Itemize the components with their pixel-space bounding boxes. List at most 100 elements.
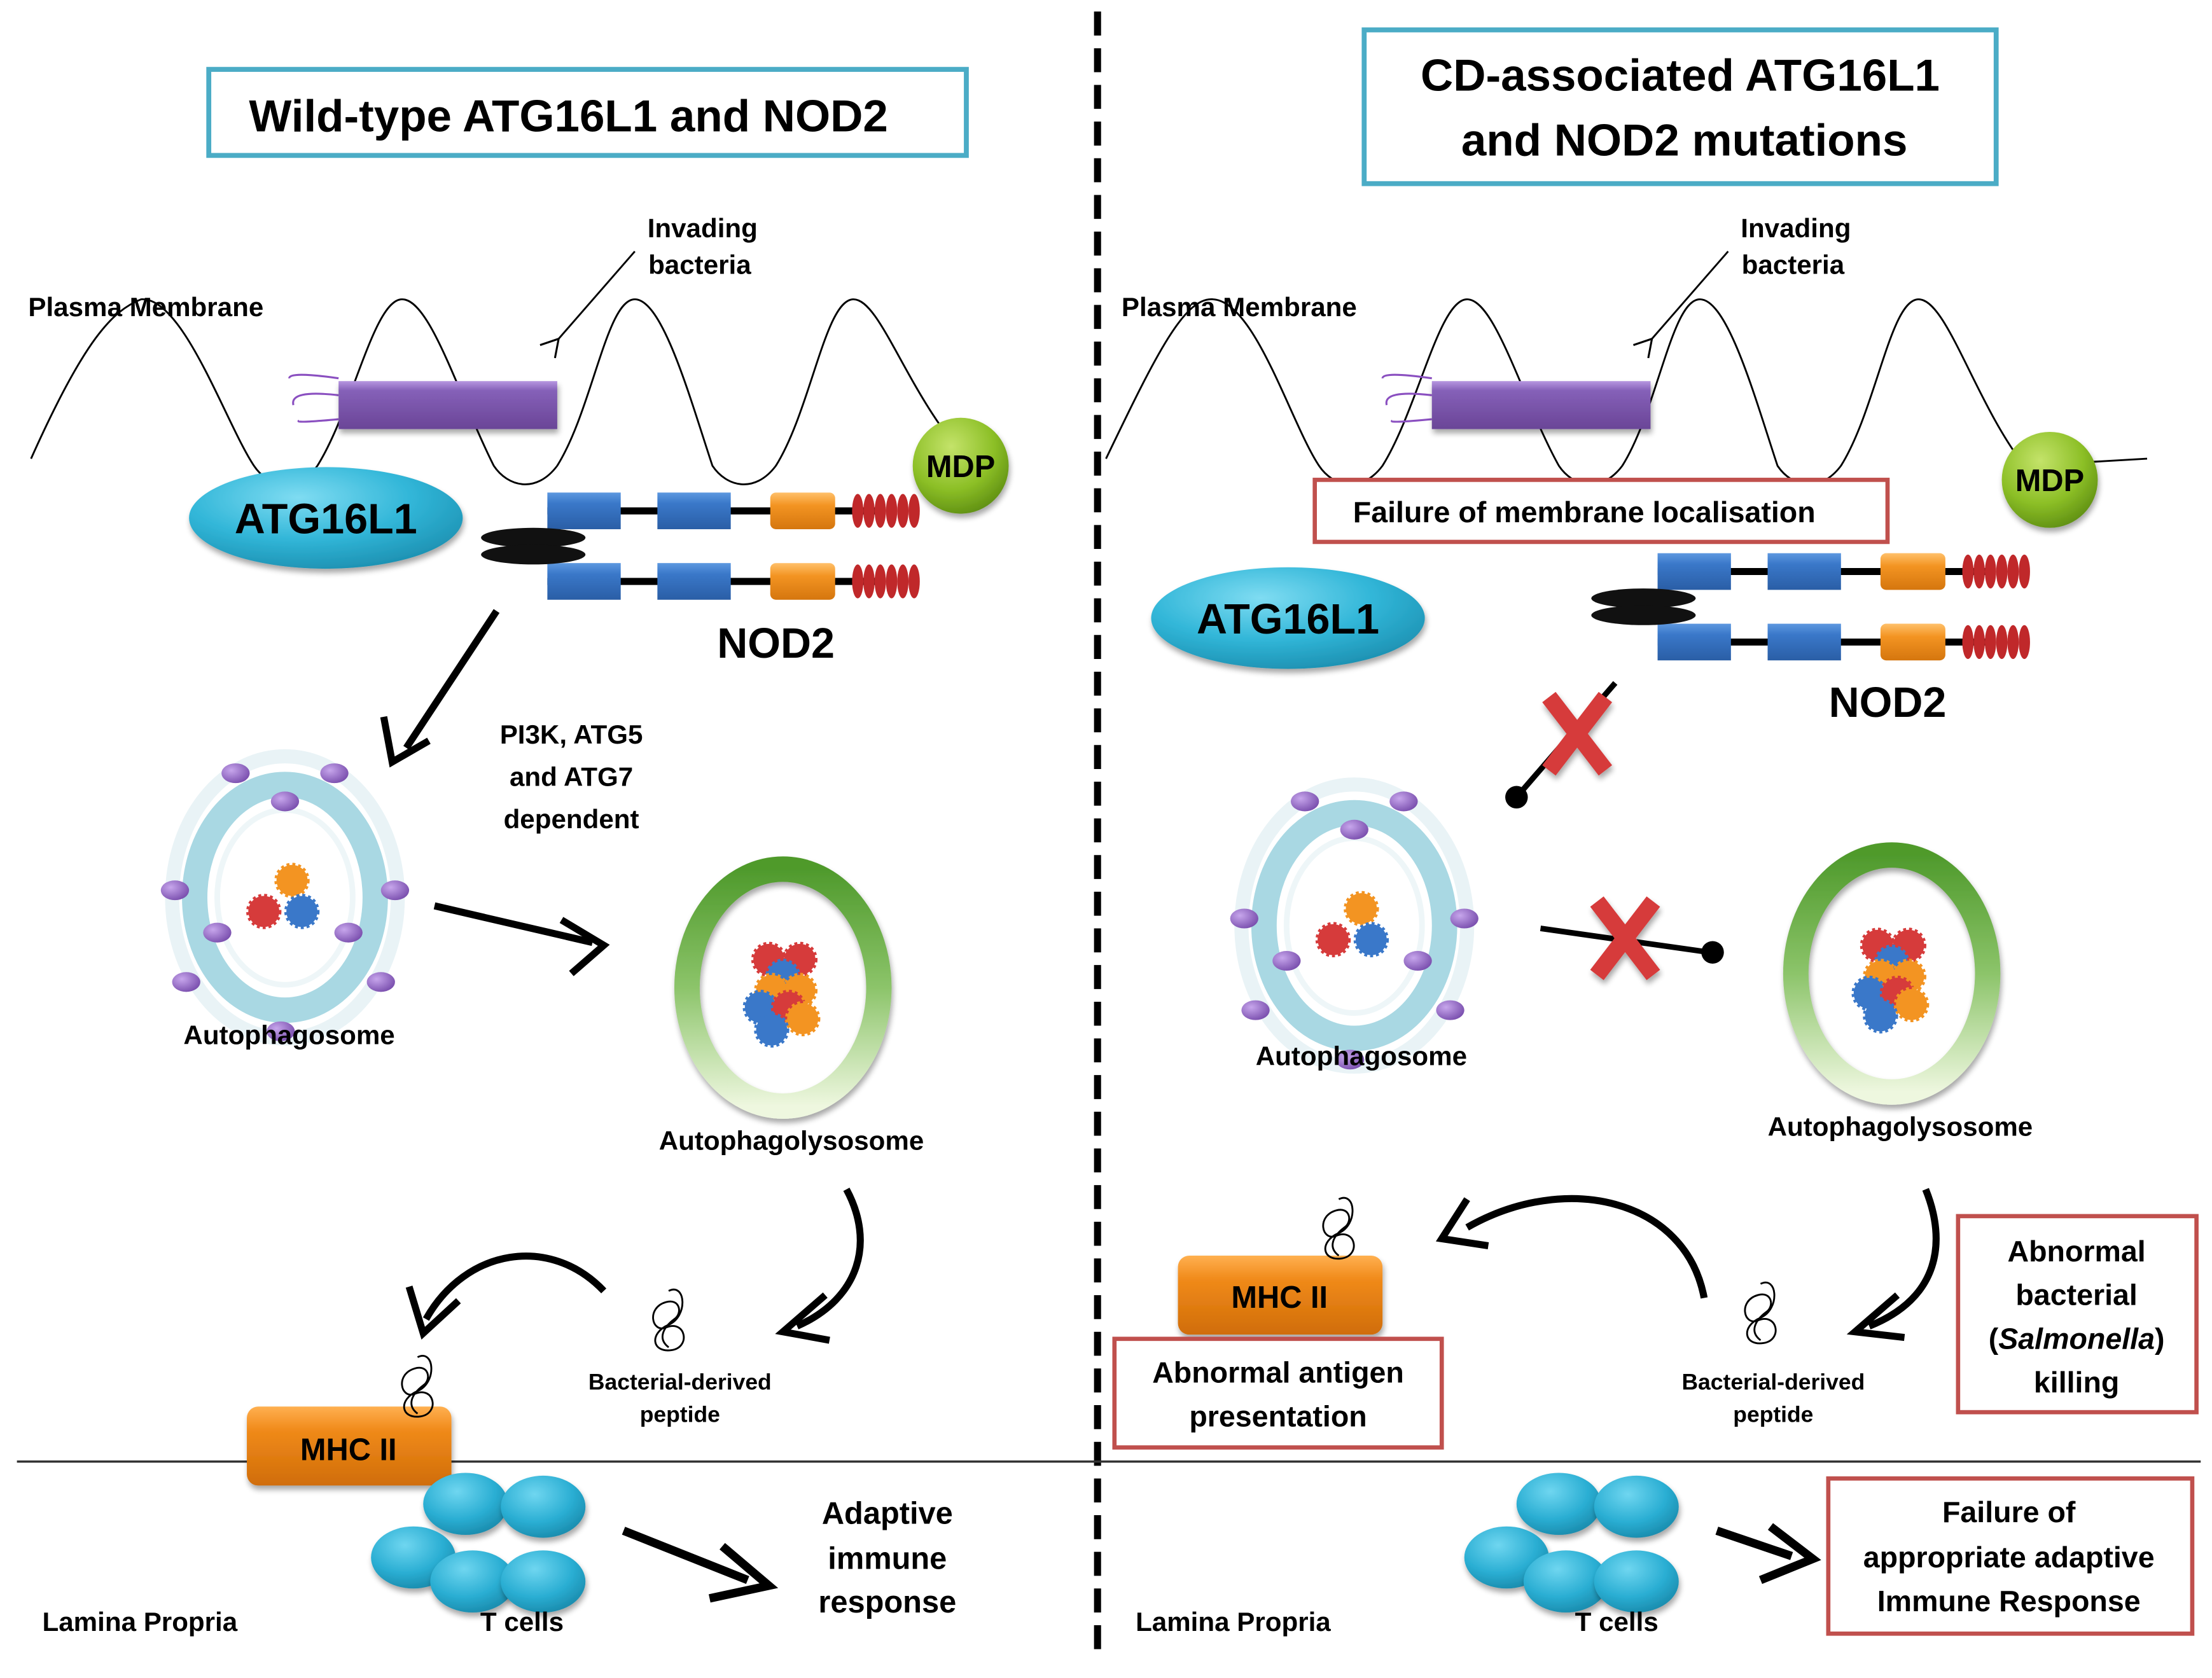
lrr-repeat (1973, 625, 1985, 659)
left-invading-arrow (539, 251, 636, 359)
lrr-repeat (852, 564, 864, 599)
left-response-arrow (622, 1527, 749, 1584)
card-domain (1767, 553, 1841, 590)
lrr-repeat (1962, 625, 1974, 659)
dimer-link (1591, 588, 1696, 609)
lysosome-membrane (674, 856, 892, 1119)
response-failure-text-3: Immune Response (1877, 1584, 2141, 1618)
t-cell (501, 1550, 586, 1613)
bacterium-fragment (284, 894, 320, 929)
right-autophagosome-label: Autophagosome (1256, 1041, 1467, 1071)
card-domain (657, 492, 731, 529)
vesicle-protein-dot (1290, 791, 1319, 812)
lrr-repeat (1996, 554, 2008, 589)
lrr-repeat (2019, 625, 2030, 659)
t-cell (1523, 1550, 1608, 1613)
right-mhc-peptide-icon (1322, 1196, 1355, 1260)
bacterium-fragment (754, 1012, 790, 1048)
right-invading-label-2: bacteria (1742, 250, 1845, 280)
killing-failure-text-4: killing (2034, 1366, 2119, 1399)
antigen-presentation-failure-box: Abnormal antigen presentation (1112, 1336, 1444, 1450)
inner-membrane (1251, 800, 1457, 1051)
left-plasma-membrane-wave (30, 298, 988, 485)
left-atg16l1: ATG16L1 (189, 467, 463, 569)
bacterium-fragment (1344, 891, 1379, 927)
left-autophagolysosome (674, 856, 892, 1119)
lrr-repeat (908, 564, 920, 599)
left-autophagosome (160, 749, 410, 1046)
vesicle-protein-dot (1272, 951, 1301, 971)
vesicle-protein-dot (1403, 951, 1432, 971)
left-mhc-ii: MHC II (247, 1406, 452, 1486)
t-cell (430, 1550, 515, 1613)
lrr-repeat (874, 564, 886, 599)
left-fusion-arrowhead (559, 917, 610, 976)
lysosome-membrane (1783, 842, 2001, 1105)
left-mhc-label: MHC II (300, 1433, 397, 1467)
blocked-activation (1505, 681, 1618, 809)
x-stroke (1590, 896, 1660, 980)
x-stroke (1542, 691, 1613, 776)
left-t-cells (371, 1473, 586, 1613)
vesicle-protein-dot (380, 880, 410, 901)
right-presentation-arrowhead (1435, 1197, 1489, 1249)
right-invading-arrow (1632, 251, 1729, 359)
left-outcome-3: response (818, 1585, 956, 1619)
nbd-domain (1880, 553, 1945, 590)
vesicle-protein-dot (160, 880, 190, 901)
vesicle-protein-dot (1230, 908, 1258, 929)
lrr-repeat (897, 564, 909, 599)
left-panel: Wild-type ATG16L1 and NOD2 Plasma Membra… (28, 67, 1009, 1637)
left-plasma-membrane-label: Plasma Membrane (28, 292, 263, 322)
lrr-repeat (852, 494, 864, 528)
dimer-link (481, 544, 586, 565)
left-degradation-arrowhead (775, 1292, 830, 1344)
bacterium-fragment (1893, 987, 1930, 1022)
left-peptide-label-2: peptide (640, 1402, 720, 1427)
left-invading-label-2: bacteria (648, 250, 751, 280)
right-t-cells-label: T cells (1575, 1607, 1659, 1637)
right-degradation-arrowhead (1846, 1292, 1905, 1342)
right-presentation-arrow (1465, 1195, 1708, 1299)
killing-failure-text-3: (Salmonella) (1989, 1322, 2165, 1355)
lrr-repeat (908, 494, 920, 528)
right-peptide-icon (1744, 1281, 1777, 1345)
right-mhc-ii: MHC II (1178, 1255, 1383, 1335)
right-title-box: CD-associated ATG16L1 and NOD2 mutations (1361, 27, 1999, 186)
left-activation-arrow (403, 609, 500, 750)
vesicle-protein-dot (1436, 1000, 1464, 1020)
left-atg16l1-label: ATG16L1 (235, 496, 417, 543)
block-x-icon (1542, 691, 1613, 776)
lrr-repeat (1984, 625, 1996, 659)
right-atg16l1: ATG16L1 (1151, 567, 1425, 669)
lrr-repeat (1962, 554, 1974, 589)
bacterium-fragment (274, 863, 310, 898)
left-peptide-label-1: Bacterial-derived (588, 1369, 772, 1395)
vesicle-protein-dot (172, 972, 200, 992)
right-mdp: MDP (2001, 431, 2098, 528)
right-mdp-label: MDP (2015, 464, 2084, 498)
left-nod2-label: NOD2 (717, 620, 835, 667)
bacterium-fragment (246, 894, 282, 929)
card-domain (547, 492, 621, 529)
right-degradation-arrow (1868, 1188, 1940, 1330)
card-domain (1767, 623, 1841, 661)
lumen (214, 807, 356, 988)
t-cell (501, 1475, 586, 1538)
vesicle-protein-dot (1241, 1000, 1270, 1020)
t-cell (423, 1473, 508, 1536)
bacterial-killing-failure-box: Abnormal bacterial (Salmonella) killing (1956, 1214, 2199, 1415)
vesicle-protein-dot (267, 1021, 295, 1041)
vesicle-protein-dot (1389, 791, 1418, 812)
bacterium-fragment (1315, 922, 1351, 957)
left-t-cells-label: T cells (480, 1607, 564, 1637)
right-mhc-label: MHC II (1231, 1280, 1328, 1315)
vesicle-protein-dot (1335, 1050, 1365, 1070)
right-nod2-dimer (1591, 553, 2030, 661)
inner-membrane (182, 772, 388, 1023)
killing-failure-text-1: Abnormal (2008, 1235, 2146, 1268)
adaptive-response-failure-box: Failure of appropriate adaptive Immune R… (1826, 1476, 2195, 1636)
left-outcome-1: Adaptive (822, 1496, 953, 1530)
vesicle-protein-dot (221, 763, 250, 784)
